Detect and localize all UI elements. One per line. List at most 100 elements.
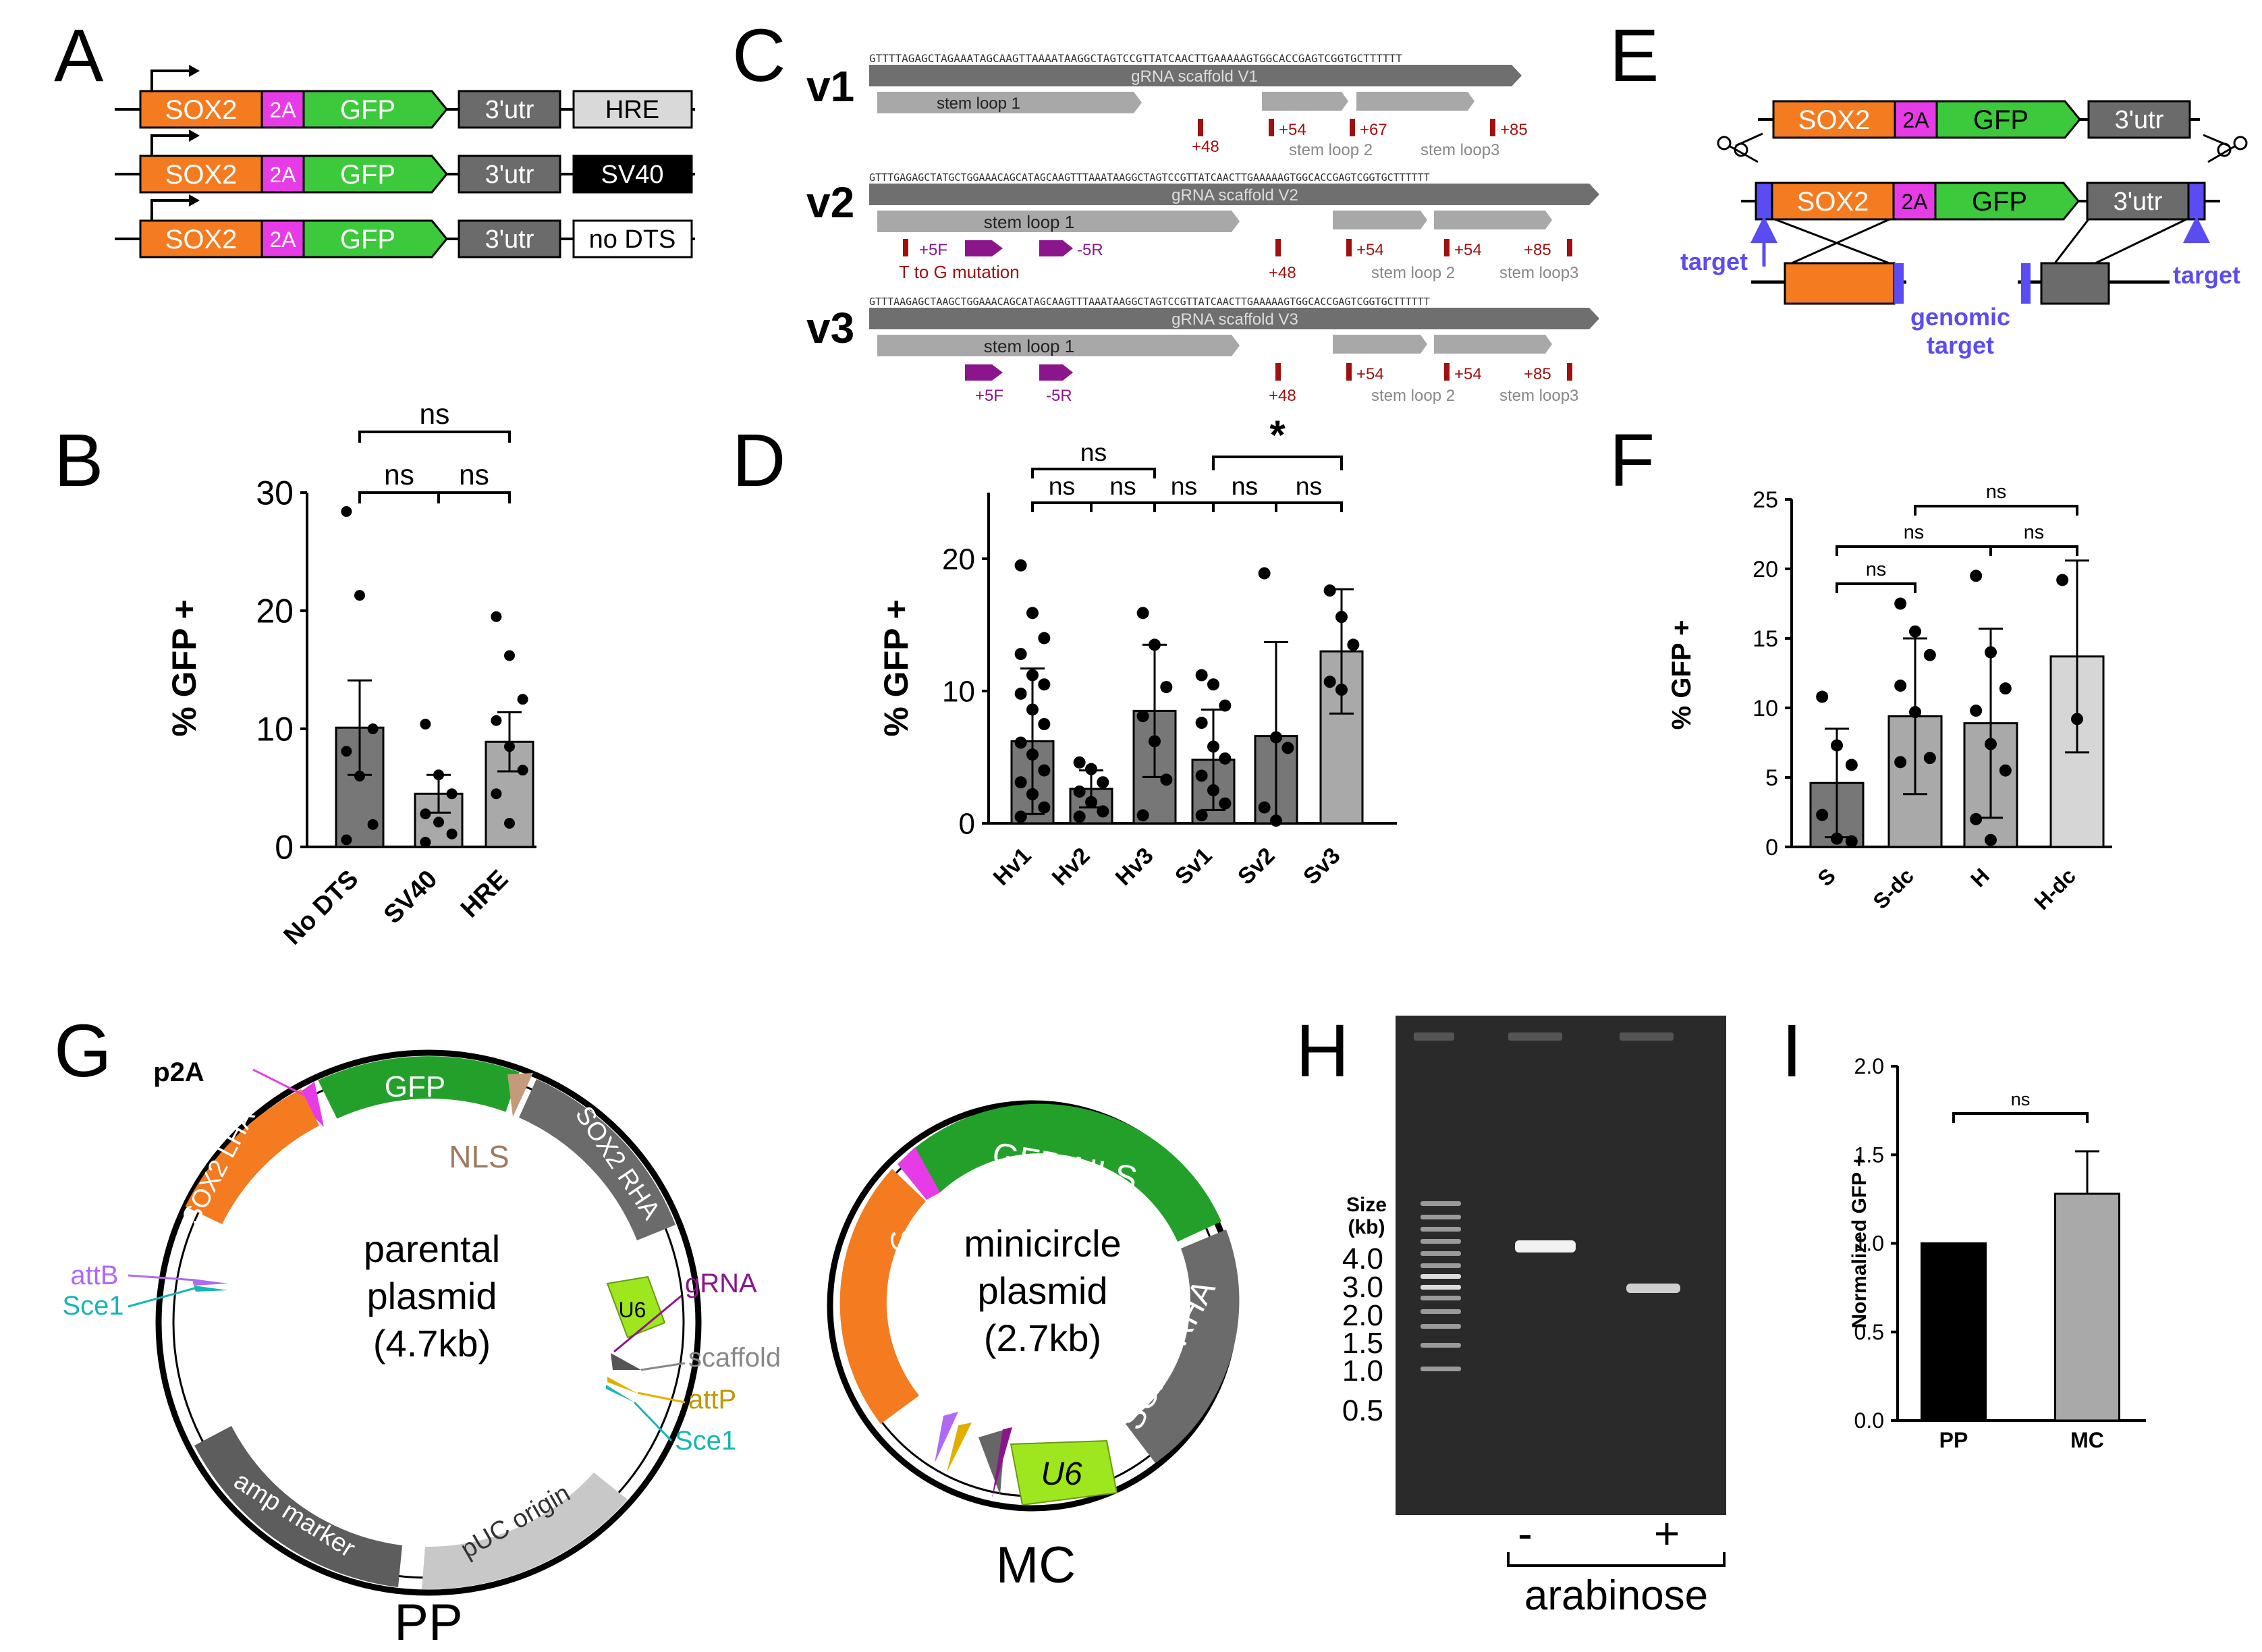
sox2-box xyxy=(1771,182,1895,221)
promoter-arrowhead-icon xyxy=(189,65,200,77)
scaffold-v2: v2 GTTTGAGAGCTATGCTGGAAACAGCATAGCAAGTTTA… xyxy=(806,171,1599,282)
scaffold-label: gRNA scaffold V2 xyxy=(1171,186,1298,204)
utr-box xyxy=(458,155,561,194)
p2a-box xyxy=(260,219,305,258)
panel-g-minicircle: GFP-NLS SOX2 LHA SOX2 RHA U6 minicircle … xyxy=(827,1100,1240,1594)
sox2-label: SOX2 xyxy=(1798,105,1871,135)
data-point xyxy=(1014,559,1027,572)
significance-label: ns xyxy=(1866,559,1887,580)
mc-attr-mark-2 xyxy=(947,1423,972,1472)
significance-bracket xyxy=(1989,545,2078,556)
data-point xyxy=(1038,632,1051,644)
mc-rha-arc xyxy=(1126,1230,1240,1463)
genomic-target-left xyxy=(1894,263,1904,304)
data-point xyxy=(1195,769,1208,782)
panel-letter-b: B xyxy=(54,419,103,502)
category-label: H xyxy=(1966,863,1994,891)
data-point xyxy=(420,837,431,848)
primer-5f-arrow xyxy=(965,364,1003,381)
data-point xyxy=(504,818,515,829)
data-point xyxy=(1026,607,1039,620)
promoter-arrow-icon xyxy=(150,199,192,221)
stem-loop-1-label: stem loop 1 xyxy=(937,94,1020,113)
data-point xyxy=(1136,710,1149,723)
y-axis-label: % GFP + xyxy=(1667,620,1697,730)
data-point xyxy=(341,506,352,517)
mc-lha-arc xyxy=(839,1169,926,1424)
stem-loop-1-arrow xyxy=(877,211,1240,232)
ladder-label-1.5: 1.5 xyxy=(1342,1327,1383,1360)
stem-loop-3-arrow xyxy=(1434,211,1552,229)
utr-label: 3'utr xyxy=(485,225,534,254)
pp-p2a-leader xyxy=(252,1068,308,1098)
significance-label: ns xyxy=(2011,1089,2031,1109)
ladder-band xyxy=(1420,1367,1461,1371)
gfp-box xyxy=(1934,182,2080,221)
gfp-box xyxy=(302,155,448,194)
data-point xyxy=(1038,718,1051,730)
pp-scaffold-leader xyxy=(640,1362,686,1371)
category-label: Hv3 xyxy=(1111,843,1159,891)
data-point xyxy=(517,765,528,776)
version-label: v3 xyxy=(806,304,854,352)
ladder-band xyxy=(1420,1227,1461,1232)
significance-label: ns xyxy=(1296,472,1323,500)
stem-loop-3-arrow xyxy=(1356,92,1474,111)
scaffold-sequence: GTTTAAGAGCTAAGCTGGAAACAGCATAGCAAGTTTAAAT… xyxy=(869,296,1430,308)
data-point xyxy=(1831,832,1843,845)
data-point xyxy=(1136,809,1149,822)
y-tick-label: 10 xyxy=(1753,696,1778,721)
category-label: PP xyxy=(1939,1428,1968,1452)
pp-grna-label: gRNA xyxy=(685,1269,757,1298)
y-tick-label: 0.5 xyxy=(1854,1320,1884,1344)
primer-5r-label: -5R xyxy=(1046,387,1072,405)
mark-85-label: +85 xyxy=(1524,241,1551,259)
significance-bracket xyxy=(1090,501,1156,512)
significance-bracket xyxy=(1836,545,1992,556)
stem-loop-2-arrow xyxy=(1333,335,1427,354)
scaffold-label: gRNA scaffold V1 xyxy=(1131,67,1258,86)
pp-lha-arc xyxy=(185,1089,319,1224)
significance-bracket xyxy=(358,431,511,443)
gel-well-3 xyxy=(1620,1032,1674,1041)
pp-gfp-label: GFP xyxy=(385,1070,445,1103)
data-point xyxy=(1195,669,1208,682)
y-tick-label: 20 xyxy=(1753,557,1778,582)
primer-5f-arrow xyxy=(965,240,1003,256)
panel-g-parental: GFP SOX2 LHA SOX2 RHA U6 amp marker pUC … xyxy=(62,1049,781,1651)
ladder-band xyxy=(1420,1343,1461,1348)
pp-sce1-right-label: Sce1 xyxy=(675,1426,736,1456)
stem-loop-2-arrow xyxy=(1262,92,1348,111)
data-point xyxy=(1014,648,1027,661)
target-left-label: target xyxy=(1680,248,1748,275)
significance-bracket xyxy=(358,491,440,503)
panel-h: Size (kb) 4.0 3.0 2.0 1.5 1.0 0.5 - + ar… xyxy=(1342,1016,1726,1619)
y-axis-label: % GFP + xyxy=(165,599,203,736)
ladder-band xyxy=(1420,1309,1461,1314)
data-point xyxy=(1894,680,1907,692)
data-point xyxy=(1195,809,1208,822)
panel-letter-e: E xyxy=(1609,14,1659,97)
mc-center-line1: minicircle xyxy=(964,1222,1121,1265)
dts-label: SV40 xyxy=(601,161,664,189)
pp-ring-outer xyxy=(155,1049,702,1596)
primer-5f-label: +5F xyxy=(919,241,947,259)
stem-loop-1-arrow xyxy=(877,335,1240,356)
donor-construct: SOX2 2A GFP 3'utr xyxy=(1758,100,2200,139)
mc-name: MC xyxy=(996,1537,1076,1594)
pp-sce1-right-mark xyxy=(606,1385,634,1402)
mark-85 xyxy=(1567,239,1572,256)
data-point xyxy=(1923,649,1936,661)
primer-5r-label: -5R xyxy=(1077,241,1103,259)
data-point xyxy=(491,715,502,726)
dts-box xyxy=(572,90,693,129)
significance-bracket xyxy=(1212,501,1277,512)
category-label: Hv2 xyxy=(1047,843,1095,891)
mark-54-a-label: +54 xyxy=(1356,365,1384,383)
mark-48 xyxy=(1198,119,1203,136)
y-tick-label: 0 xyxy=(275,829,294,866)
bar xyxy=(2054,1192,2120,1422)
y-tick-label: 2.0 xyxy=(1854,1054,1884,1078)
mark-48-label: +48 xyxy=(1269,264,1296,282)
